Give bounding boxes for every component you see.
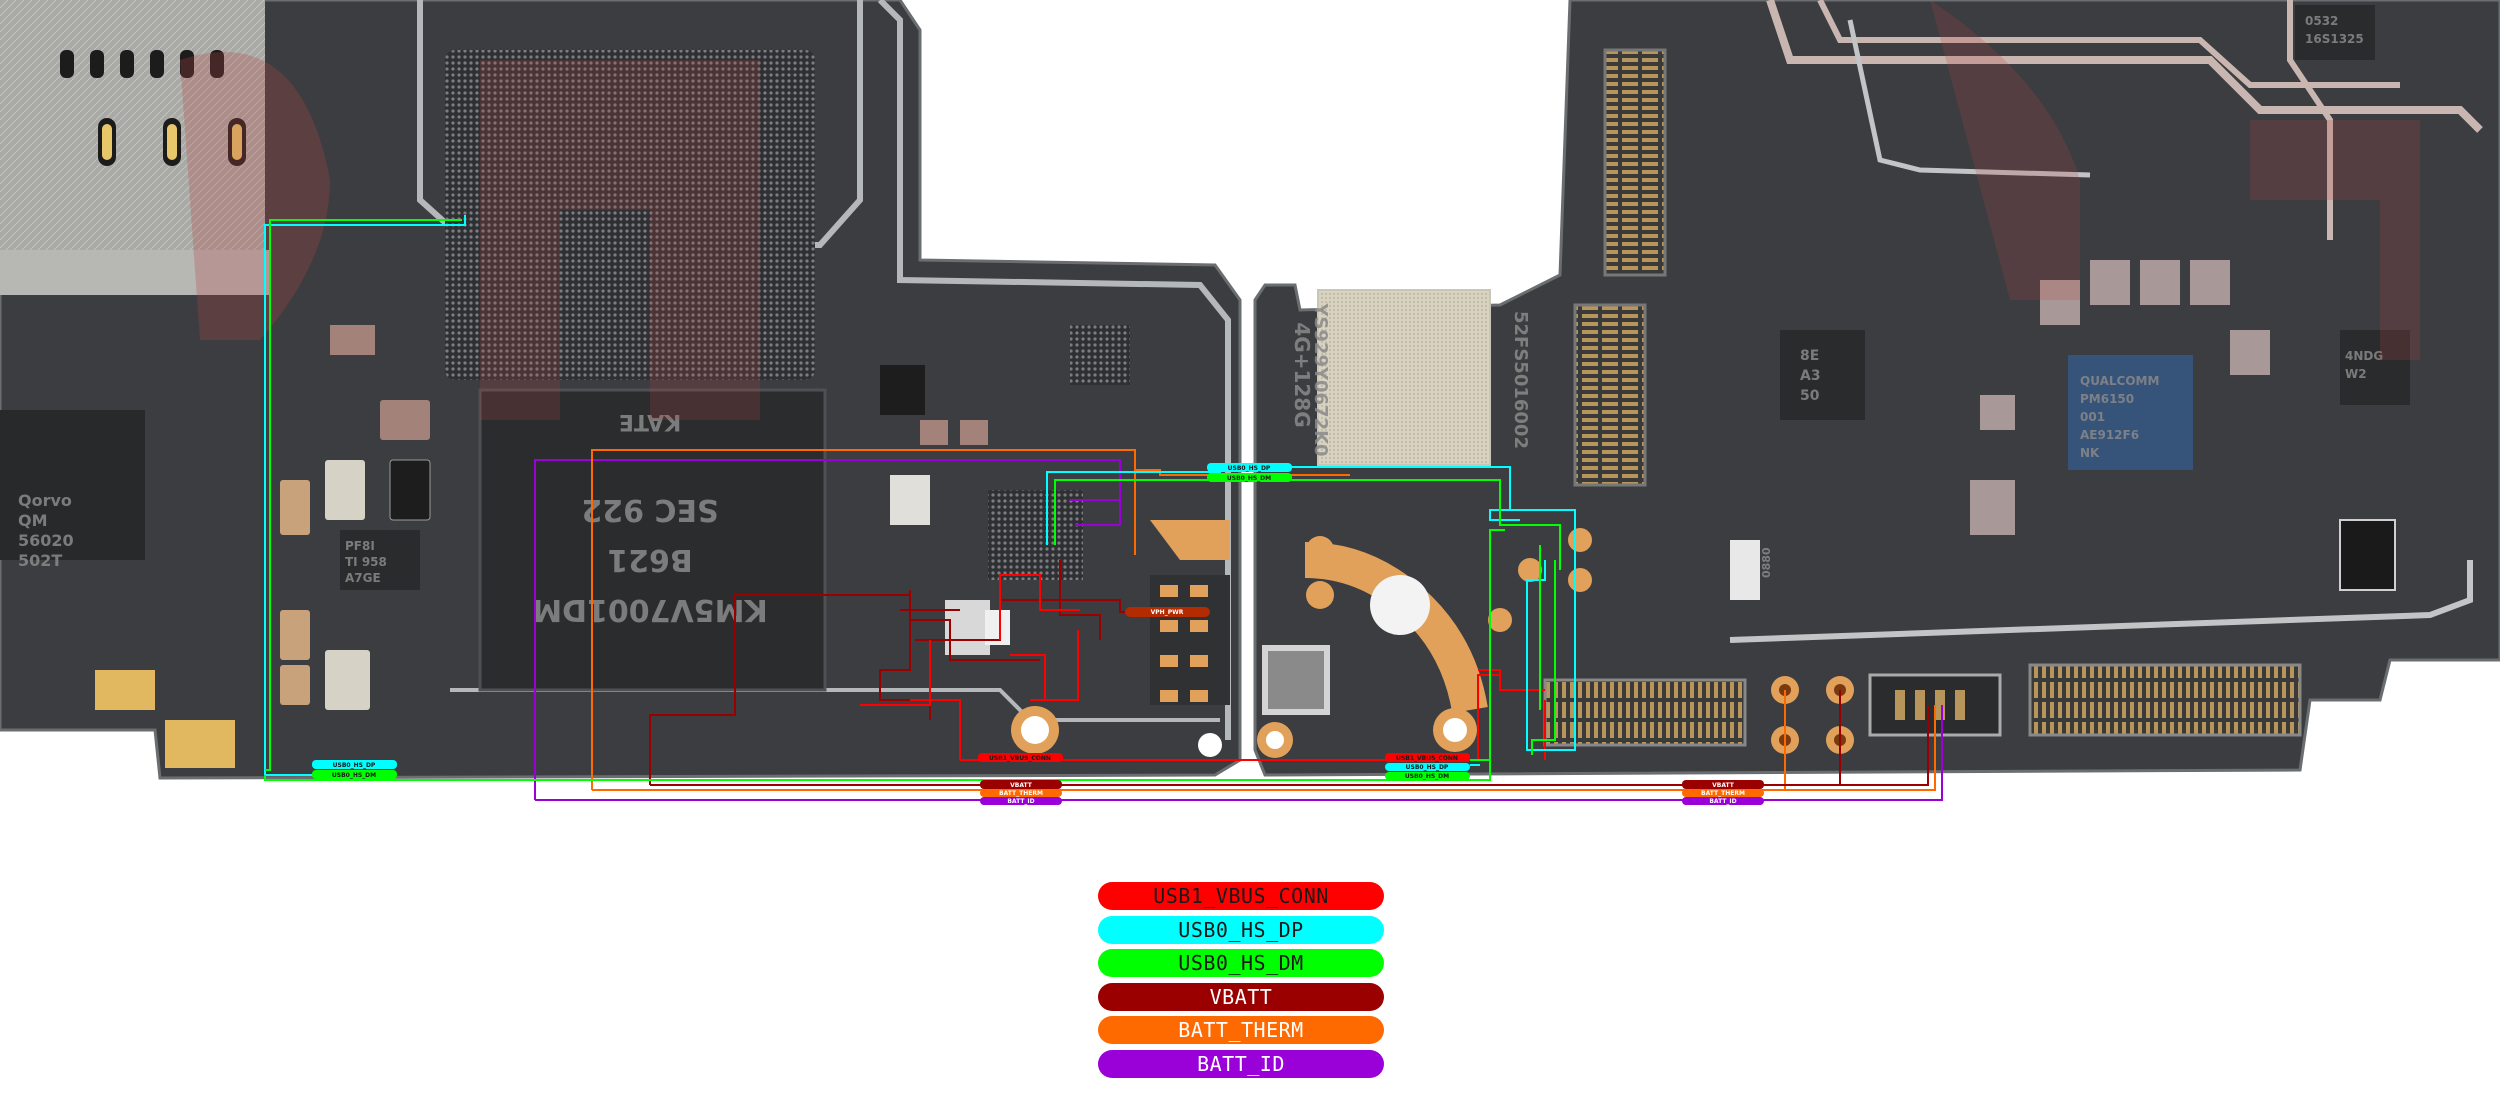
pmic-marking-1: QUALCOMM bbox=[2080, 374, 2159, 388]
net-label-dp-left: USB0_HS_DP bbox=[312, 760, 397, 769]
pmic-small bbox=[340, 530, 420, 590]
qorvo-marking-3: 56020 bbox=[18, 531, 74, 550]
net-label-dp-top: USB0_HS_DP bbox=[1207, 463, 1292, 472]
ic-marking-1: PF8I bbox=[345, 539, 375, 553]
pmic-marking-3: 001 bbox=[2080, 410, 2105, 424]
qorvo-module bbox=[0, 410, 145, 560]
emmc-marking-3: SEC 922 bbox=[581, 492, 718, 527]
net-label-id-right: BATT_ID bbox=[1682, 797, 1764, 805]
legend-label-usb-dp: USB0_HS_DP bbox=[1178, 917, 1304, 942]
codec-chip bbox=[1780, 330, 1865, 420]
svg-text:VPH_PWR: VPH_PWR bbox=[1151, 609, 1184, 616]
pmic-marking-5: NK bbox=[2080, 446, 2100, 460]
ic-m-marking-1: 4NDG bbox=[2345, 349, 2383, 363]
net-label-dm-left: USB0_HS_DM bbox=[312, 770, 397, 779]
codec-marking-1: 8E bbox=[1800, 348, 1819, 364]
legend-item-usb-dp: USB0_HS_DP bbox=[1098, 915, 1384, 944]
codec-marking-3: 50 bbox=[1800, 388, 1820, 404]
sim-contacts bbox=[60, 50, 246, 166]
svg-text:BATT_ID: BATT_ID bbox=[1709, 798, 1736, 805]
left-board: KATE KM5V7001DM B621 SEC 922 Qorvo QM 56… bbox=[0, 0, 1242, 780]
tr-marking-1: 0532 bbox=[2305, 14, 2338, 28]
net-label-dp-mid-right: USB0_HS_DP bbox=[1385, 763, 1470, 771]
codec-marking-2: A3 bbox=[1800, 368, 1821, 384]
net-label-vbus-mid-right: USB1_VBUS_CONN bbox=[1385, 753, 1470, 762]
svg-text:USB0_HS_DP: USB0_HS_DP bbox=[333, 762, 376, 769]
svg-text:USB0_HS_DP: USB0_HS_DP bbox=[1228, 465, 1271, 472]
connector-bottom-right bbox=[2028, 663, 2302, 737]
legend-item-usb-dm: USB0_HS_DM bbox=[1098, 949, 1384, 978]
svg-text:BATT_THERM: BATT_THERM bbox=[1701, 790, 1745, 797]
svg-text:USB1_VBUS_CONN: USB1_VBUS_CONN bbox=[1396, 755, 1458, 762]
net-label-vph: VPH_PWR bbox=[1125, 607, 1210, 617]
net-label-id-left: BATT_ID bbox=[980, 797, 1062, 805]
svg-text:USB0_HS_DP: USB0_HS_DP bbox=[1406, 764, 1449, 771]
ic-m-marking-2: W2 bbox=[2345, 367, 2367, 381]
svg-text:USB0_HS_DM: USB0_HS_DM bbox=[1227, 475, 1271, 482]
legend-item-batt-id: BATT_ID bbox=[1098, 1049, 1384, 1078]
soc-shield bbox=[445, 50, 815, 380]
ic-marking-3: A7GE bbox=[345, 571, 381, 585]
charger-ic bbox=[988, 490, 1083, 580]
shield-marking-1: 4G+128G bbox=[1290, 322, 1314, 427]
right-board: 4G+128G YS929Y0672K0 52FS5016002 bbox=[1253, 0, 2500, 777]
net-usb-dp bbox=[264, 215, 1576, 776]
connector-mid bbox=[1573, 303, 1647, 487]
svg-text:BATT_THERM: BATT_THERM bbox=[999, 790, 1043, 797]
tr-marking-2: 16S1325 bbox=[2305, 32, 2364, 46]
legend-label-vbatt: VBATT bbox=[1209, 984, 1273, 1009]
legend-item-vbus: USB1_VBUS_CONN bbox=[1098, 882, 1384, 910]
legend-item-vbatt: VBATT bbox=[1098, 982, 1384, 1011]
net-label-vbatt-left: VBATT bbox=[980, 780, 1062, 789]
top-right-chip bbox=[2295, 5, 2375, 60]
net-label-therm-left: BATT_THERM bbox=[980, 789, 1062, 797]
svg-text:BATT_ID: BATT_ID bbox=[1007, 798, 1034, 805]
shield-marking-2: YS929Y0672K0 bbox=[1310, 302, 1331, 456]
legend-label-batt-therm: BATT_THERM bbox=[1178, 1018, 1304, 1043]
legend-item-batt-therm: BATT_THERM bbox=[1098, 1016, 1384, 1045]
rf-shield bbox=[1317, 289, 1491, 466]
net-label-vbatt-right: VBATT bbox=[1682, 780, 1764, 789]
pmic-marking-2: PM6150 bbox=[2080, 392, 2134, 406]
qorvo-marking-4: 502T bbox=[18, 551, 62, 570]
emmc-top-marking: KATE bbox=[619, 409, 681, 434]
ic-marking-2: TI 958 bbox=[345, 555, 387, 569]
connector-bottom bbox=[1543, 678, 1747, 747]
svg-text:VBATT: VBATT bbox=[1010, 782, 1033, 789]
shield-marking-3: 52FS5016002 bbox=[1510, 311, 1531, 449]
net-usb-dm bbox=[264, 219, 1561, 781]
legend-label-batt-id: BATT_ID bbox=[1197, 1051, 1285, 1076]
net-label-dm-mid-right: USB0_HS_DM bbox=[1385, 772, 1470, 780]
emmc-marking-2: B621 bbox=[607, 542, 693, 577]
test-pads bbox=[1257, 528, 1854, 758]
emmc-chip bbox=[478, 388, 827, 692]
legend-label-vbus: USB1_VBUS_CONN bbox=[1153, 884, 1329, 908]
svg-text:USB0_HS_DM: USB0_HS_DM bbox=[332, 772, 376, 779]
sim-tray bbox=[0, 0, 265, 285]
emmc-marking-1: KM5V7001DM bbox=[532, 592, 767, 627]
net-label-vbus-mid-left: USB1_VBUS_CONN bbox=[978, 753, 1063, 762]
chip-0880: 0880 bbox=[1760, 547, 1773, 578]
legend: USB1_VBUS_CONN USB0_HS_DP USB0_HS_DM VBA… bbox=[1098, 882, 1384, 1084]
pmic-chip bbox=[2068, 355, 2193, 470]
svg-text:VBATT: VBATT bbox=[1712, 782, 1735, 789]
pmic-marking-4: AE912F6 bbox=[2080, 428, 2139, 442]
passives-left bbox=[95, 325, 1010, 768]
svg-text:USB1_VBUS_CONN: USB1_VBUS_CONN bbox=[989, 755, 1051, 762]
legend-label-usb-dm: USB0_HS_DM bbox=[1178, 951, 1304, 976]
connector-top bbox=[1603, 48, 1667, 277]
qorvo-marking-1: Qorvo bbox=[18, 491, 72, 510]
net-label-dm-top: USB0_HS_DM bbox=[1207, 473, 1292, 482]
net-label-therm-right: BATT_THERM bbox=[1682, 789, 1764, 797]
qorvo-marking-2: QM bbox=[18, 511, 48, 530]
svg-text:USB0_HS_DM: USB0_HS_DM bbox=[1405, 773, 1449, 780]
